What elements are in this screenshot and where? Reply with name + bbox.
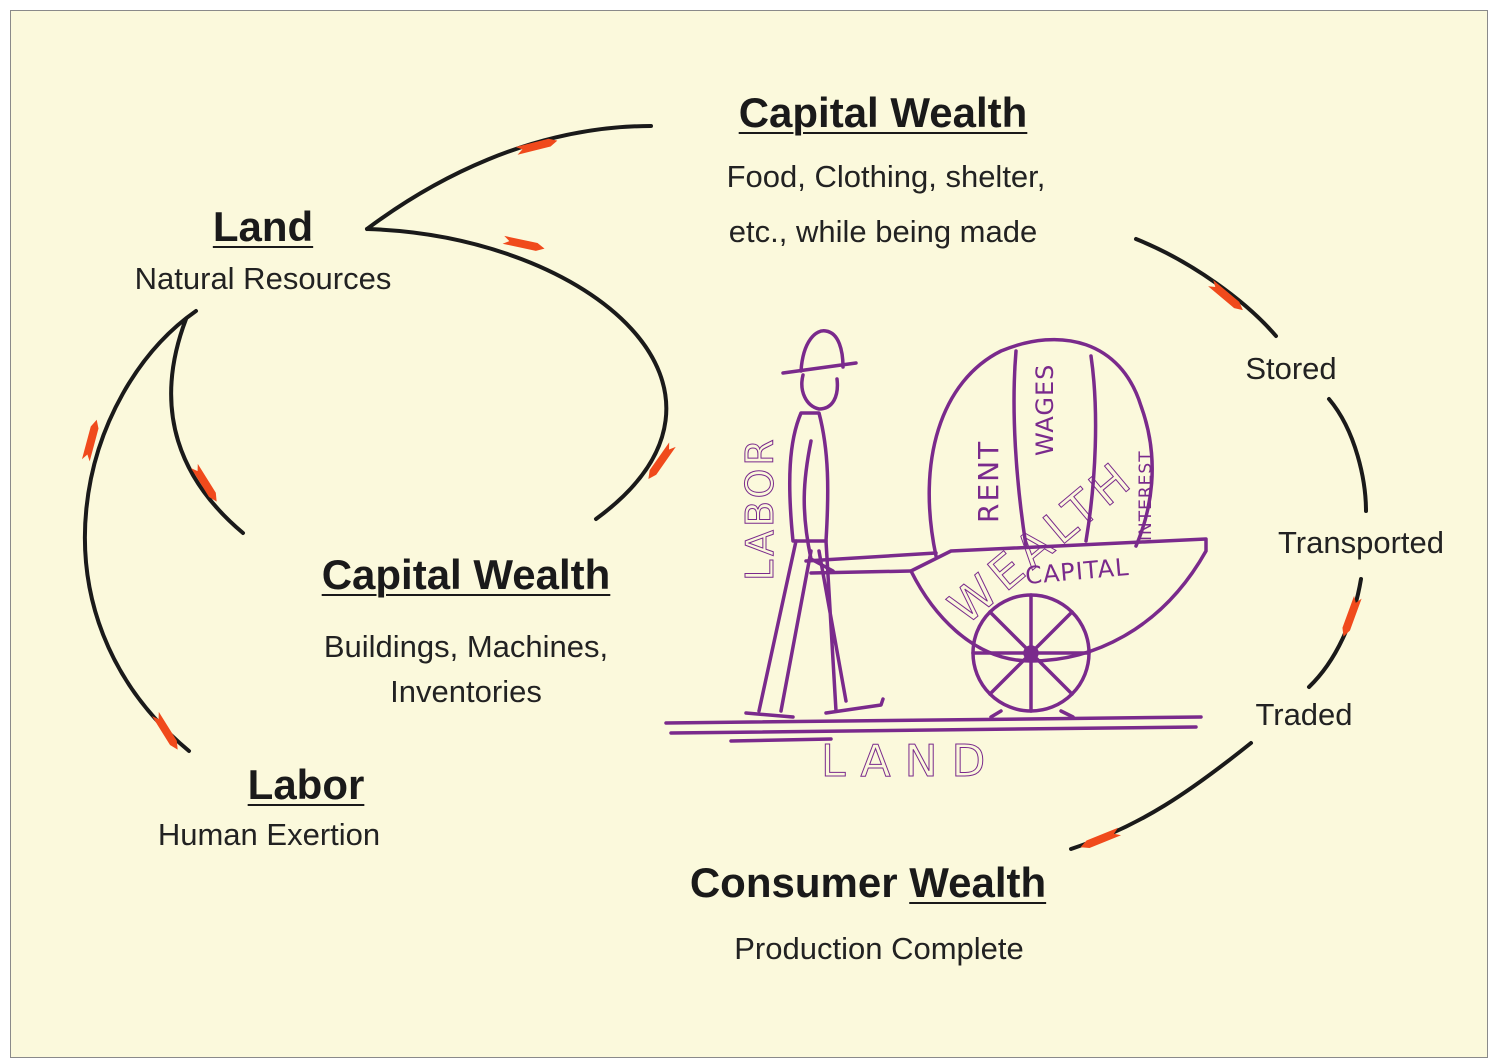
- capital-wealth-mid-line1: Buildings, Machines,: [323, 629, 609, 664]
- arrow-marker: [502, 235, 545, 251]
- man-body: [787, 411, 830, 543]
- man-feet: [744, 697, 885, 719]
- land-subtitle: Natural Resources: [134, 261, 392, 296]
- arrow-marker: [1208, 280, 1243, 311]
- flow-transported-to-traded: [1307, 577, 1363, 689]
- step-stored: Stored: [1245, 351, 1337, 386]
- man-head: [800, 373, 840, 411]
- illustration-interest: INTEREST: [1136, 450, 1156, 541]
- step-traded: Traded: [1255, 697, 1353, 732]
- barrow-handle: [804, 551, 938, 575]
- ground-line: [664, 715, 1203, 725]
- step-transported: Transported: [1278, 525, 1444, 560]
- flow-land-to-capital-top: [365, 124, 653, 231]
- capital-wealth-mid-line2: Inventories: [390, 674, 542, 709]
- consumer-wealth-title: Consumer Wealth: [690, 859, 1046, 907]
- arrow-marker: [191, 463, 217, 502]
- arrow-marker: [81, 419, 99, 462]
- labor-title: Labor: [247, 761, 365, 808]
- man-hat: [781, 329, 858, 375]
- consumer-wealth-title-plain: Consumer: [689, 859, 898, 906]
- consumer-wealth-title-underlined: Wealth: [909, 859, 1047, 906]
- illustration-labor: LABOR: [738, 436, 782, 581]
- barrow-bed: [909, 537, 1208, 663]
- arrow-marker: [1080, 827, 1122, 848]
- diagram-panel: LABOR RENT WAGES INTEREST WEALTH CAPITAL…: [10, 10, 1488, 1058]
- illustration-rent: RENT: [972, 440, 1005, 523]
- consumer-wealth-subtitle: Production Complete: [734, 931, 1024, 966]
- illustration-land: LAND: [821, 736, 999, 787]
- flow-land-to-labor-outer: [82, 309, 198, 753]
- flow-stored-to-transported: [1327, 397, 1368, 513]
- wealth-sack: [927, 337, 1154, 558]
- arrow-marker: [648, 442, 676, 480]
- man-legs: [757, 539, 848, 713]
- capital-wealth-mid-title: Capital Wealth: [321, 551, 611, 598]
- capital-wealth-top-line2: etc., while being made: [728, 214, 1038, 249]
- arrow-marker: [1342, 595, 1362, 637]
- flow-arrows: LABOR RENT WAGES INTEREST WEALTH CAPITAL…: [81, 124, 1368, 851]
- flow-capital-to-stored: [1134, 237, 1278, 338]
- capital-wealth-top-line1: Food, Clothing, shelter,: [726, 159, 1046, 194]
- land-title: Land: [212, 203, 314, 250]
- illustration-wages: WAGES: [1031, 364, 1059, 456]
- labor-wheelbarrow-illustration: [664, 329, 1208, 743]
- arrow-marker: [152, 711, 178, 750]
- flow-land-to-labor-inner: [169, 317, 245, 535]
- flow-land-to-capital-mid: [365, 227, 669, 521]
- labor-subtitle: Human Exertion: [157, 817, 381, 852]
- arrow-marker: [515, 138, 558, 155]
- flow-traded-to-consumer: [1069, 741, 1253, 851]
- capital-wealth-top-title: Capital Wealth: [738, 89, 1028, 136]
